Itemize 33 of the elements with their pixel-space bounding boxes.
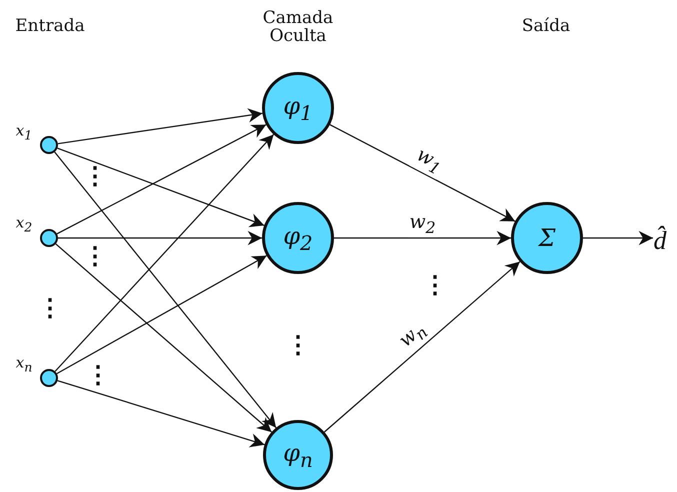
neuron-node: φ$_{2}$ <box>262 202 334 274</box>
input-label: x$_{n}$ <box>16 354 32 374</box>
arrow <box>55 243 272 432</box>
ellipsis: ⋮ <box>38 296 62 320</box>
input-label: x$_{1}$ <box>16 122 32 142</box>
input-node <box>40 229 58 247</box>
neuron-node: φ$_{1}$ <box>262 72 334 144</box>
arrow <box>57 380 265 448</box>
ellipsis: ⋮ <box>83 164 107 188</box>
arrow <box>54 134 274 372</box>
arrow <box>57 148 264 228</box>
arrow <box>58 108 262 144</box>
arrow <box>324 261 520 432</box>
ellipsis: ⋮ <box>286 333 310 357</box>
input-node <box>40 369 58 387</box>
arrow <box>583 230 654 246</box>
input-node <box>40 136 58 154</box>
neuron-node: Σ <box>511 202 583 274</box>
column-heading: Camada Oculta <box>262 10 334 46</box>
arrow <box>334 230 512 246</box>
neuron-node: φ$_{n}$ <box>263 420 333 490</box>
ellipsis: ⋮ <box>83 244 107 268</box>
arrow <box>54 152 277 428</box>
arrow <box>58 230 262 246</box>
arrow <box>56 124 266 234</box>
column-heading: Entrada <box>14 18 86 36</box>
arrow <box>56 255 267 374</box>
ellipsis: ⋮ <box>86 363 110 387</box>
output-symbol: d̂ <box>652 218 674 258</box>
column-heading: Saída <box>520 18 572 36</box>
input-label: x$_{2}$ <box>16 214 32 234</box>
arrow <box>330 124 516 222</box>
ellipsis: ⋮ <box>423 273 447 297</box>
